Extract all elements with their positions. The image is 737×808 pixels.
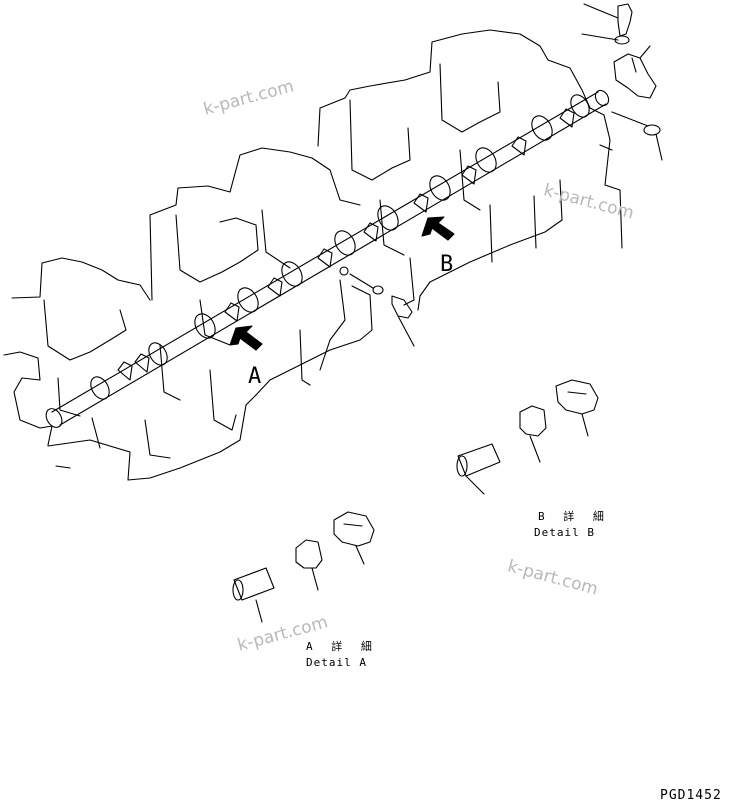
drawing-code: PGD1452: [660, 788, 722, 803]
rear-parts-group: [581, 3, 663, 161]
camshaft: [45, 89, 610, 428]
detail-b-title-en: Detail B: [534, 526, 595, 539]
detail-b-parts: [456, 379, 599, 495]
detail-a-title-jp: A 詳 細: [306, 640, 378, 653]
arrow-a-icon: [229, 325, 263, 351]
cam-journals: [90, 94, 590, 400]
arrow-b-icon: [421, 216, 455, 241]
detail-a-title-en: Detail A: [306, 656, 367, 669]
detail-a-parts: [232, 511, 375, 623]
detail-b-title-jp: B 詳 細: [538, 510, 610, 523]
cylinder-head-block: [3, 29, 623, 481]
cam-lobes: [117, 108, 575, 381]
callout-a-label: A: [248, 364, 262, 389]
bolt-with-washer: [349, 273, 415, 347]
callout-b-label: B: [440, 252, 454, 277]
